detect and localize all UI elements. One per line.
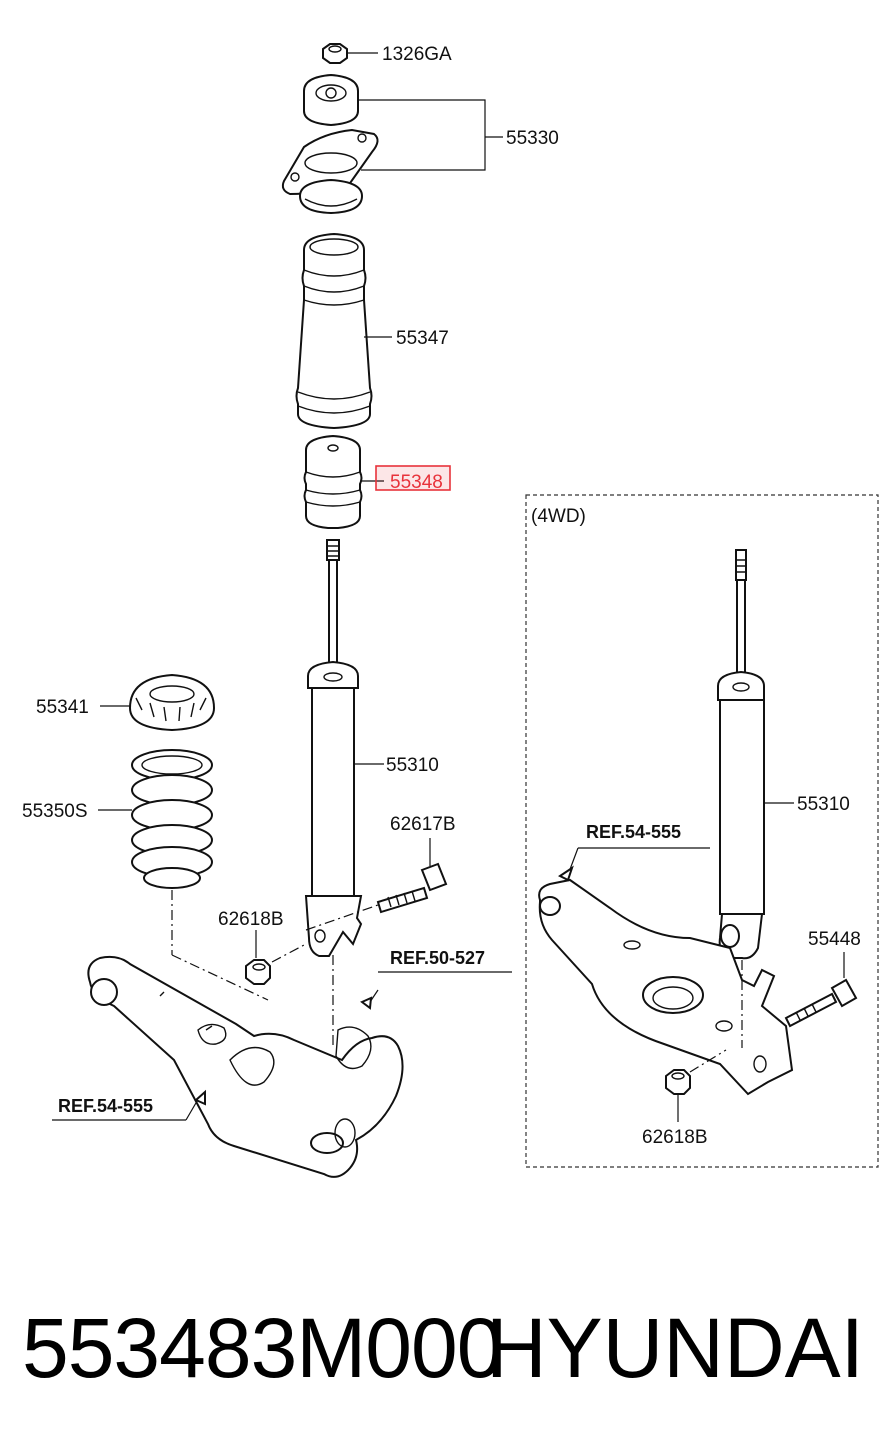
label-4wd-55310: 55310: [797, 794, 850, 815]
label-55310: 55310: [386, 755, 439, 776]
label-1326ga: 1326GA: [382, 44, 452, 65]
shock-absorber-4wd-55310[interactable]: [717, 549, 794, 960]
ref-50-527[interactable]: REF.50-527: [390, 948, 485, 968]
parts-diagram: 1326GA 55330 55347 55348 5534: [22, 43, 879, 1178]
nut-62618b[interactable]: [245, 930, 307, 985]
spring-pad-55341[interactable]: [100, 673, 216, 732]
label-62617b: 62617B: [390, 814, 456, 835]
label-62618b: 62618B: [218, 909, 284, 930]
label-55348: 55348: [390, 472, 443, 493]
variant-4wd-box: [525, 494, 879, 1168]
label-55350s: 55350S: [22, 801, 88, 822]
lower-arm-4wd[interactable]: [538, 847, 794, 1096]
nut-4wd-62618b[interactable]: [665, 1049, 727, 1122]
coil-spring-55350s[interactable]: [98, 749, 213, 889]
label-55347: 55347: [396, 328, 449, 349]
bump-stopper-55348[interactable]: [303, 434, 385, 529]
label-55341: 55341: [36, 697, 89, 718]
dust-cover-55347[interactable]: [295, 232, 393, 430]
shock-absorber-55310[interactable]: [304, 539, 384, 1045]
footer: 553483M000 HYUNDAI: [0, 1300, 886, 1400]
label-4wd-62618b: 62618B: [642, 1127, 708, 1148]
label-4wd-55448: 55448: [808, 929, 861, 950]
part-number: 553483M000: [22, 1301, 503, 1395]
ref-54-555[interactable]: REF.54-555: [58, 1096, 153, 1116]
ref-4wd-54-555[interactable]: REF.54-555: [586, 822, 681, 842]
nut-1326ga[interactable]: [322, 43, 378, 64]
strut-mount-55330[interactable]: [281, 73, 503, 215]
label-4wd: (4WD): [531, 506, 586, 527]
highlight-box-55348: [375, 465, 451, 491]
bolt-62617b[interactable]: [305, 838, 448, 931]
bolt-4wd-55448[interactable]: [741, 952, 858, 1048]
brand-name: HYUNDAI: [485, 1301, 864, 1395]
lower-arm-assembly[interactable]: [52, 890, 512, 1178]
label-55330: 55330: [506, 128, 559, 149]
